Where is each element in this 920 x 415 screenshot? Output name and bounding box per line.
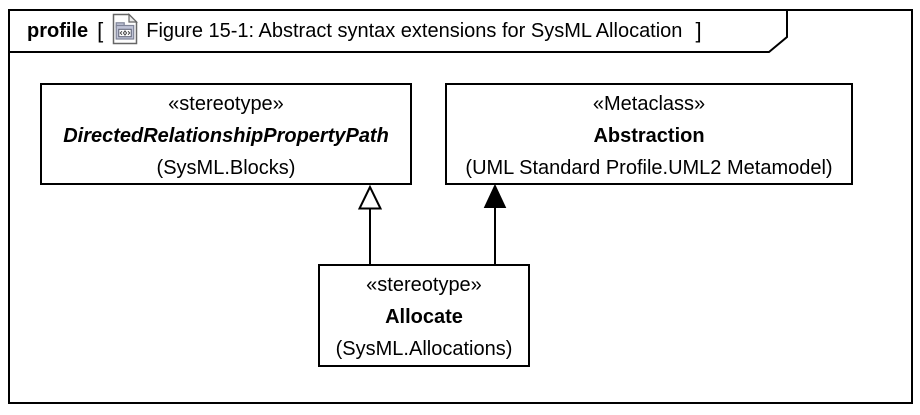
node-directed-relationship-property-path: «stereotype» DirectedRelationshipPropert… — [40, 83, 412, 185]
node-abstraction: «Metaclass» Abstraction (UML Standard Pr… — [445, 83, 853, 185]
stereotype-label: «stereotype» — [168, 93, 284, 115]
node-name: Allocate — [385, 306, 463, 328]
filled-triangle-arrowhead — [483, 183, 507, 208]
frame-kind-label: profile — [27, 20, 89, 42]
node-name: DirectedRelationshipPropertyPath — [63, 125, 389, 147]
package-label: (SysML.Allocations) — [335, 338, 513, 360]
frame-bracket-close: ] — [695, 17, 702, 43]
frame-header: profile [ Figure 15-1: Abstract syntax e… — [27, 11, 702, 52]
node-allocate: «stereotype» Allocate (SysML.Allocations… — [318, 264, 530, 367]
frame-bracket-open: [ — [97, 17, 104, 43]
generalization-edge — [357, 184, 383, 264]
stereotype-label: «Metaclass» — [592, 93, 706, 115]
node-name: Abstraction — [593, 125, 705, 147]
profile-diagram-icon — [112, 12, 139, 51]
extension-edge — [483, 183, 507, 264]
frame-name-tab — [8, 9, 788, 53]
stereotype-label: «stereotype» — [366, 274, 482, 296]
frame-title: Figure 15-1: Abstract syntax extensions … — [146, 20, 683, 42]
hollow-triangle-arrowhead — [357, 184, 383, 210]
package-label: (SysML.Blocks) — [156, 157, 296, 179]
package-label: (UML Standard Profile.UML2 Metamodel) — [465, 157, 833, 179]
